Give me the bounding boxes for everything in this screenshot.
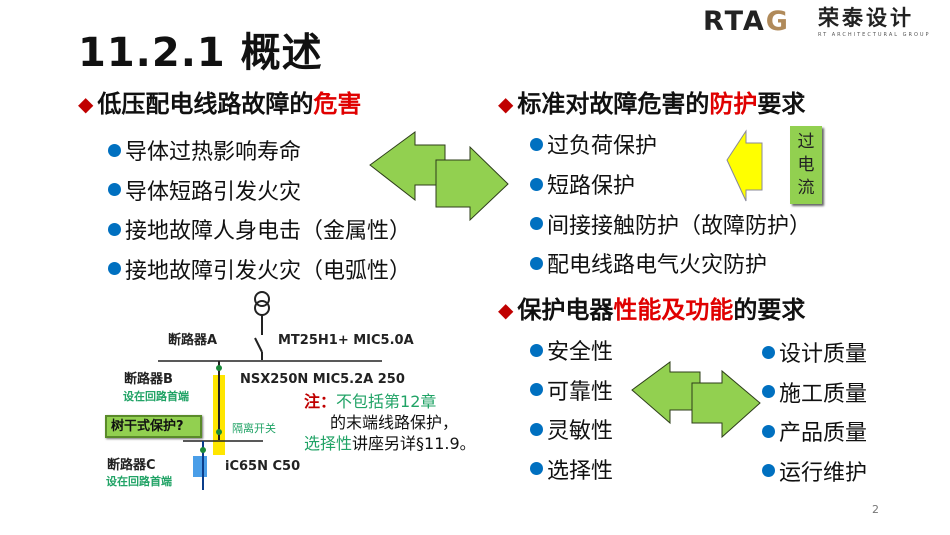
heading-highlight: 防护: [709, 90, 758, 118]
bullet-icon: [108, 222, 121, 236]
breaker-c-model: iC65N C50: [225, 459, 301, 474]
breaker-a-label: 断路器A: [168, 333, 218, 348]
heading-text: 低压配电线路故障的: [97, 90, 314, 118]
note-line-1: 注：不包括第12章: [304, 392, 436, 411]
breaker-c-label: 断路器C: [107, 458, 156, 473]
item-text: 设计质量: [779, 342, 868, 367]
right-list: 过负荷保护 短路保护 间接接触防护（故障防护） 配电线路电气火灾防护: [530, 124, 811, 283]
list-item: 接地故障人身电击（金属性）: [108, 209, 411, 249]
double-arrow-icon: [631, 361, 761, 439]
isolator-label: 隔离开关: [232, 422, 276, 435]
bullet-icon: [530, 462, 543, 475]
perf-right-list: 设计质量 施工质量 产品质量 运行维护: [762, 332, 867, 490]
breaker-a-model: MT25H1+ MIC5.0A: [278, 333, 414, 348]
item-text: 运行维护: [779, 460, 868, 486]
bullet-icon: [108, 143, 121, 157]
heading-text: 标准对故障危害的: [517, 90, 710, 118]
list-item: 运行维护: [762, 451, 867, 490]
item-text: 导体过热影响寿命: [125, 140, 302, 165]
bullet-icon: [530, 256, 543, 270]
single-line-diagram: [158, 291, 382, 490]
list-item: 短路保护: [530, 164, 811, 204]
logo: RTAG: [703, 6, 790, 37]
list-item: 可靠性: [530, 370, 613, 409]
item-text: 间接接触防护（故障防护）: [547, 213, 812, 239]
heading-text: 保护电器: [517, 296, 614, 324]
diamond-icon: ◆: [498, 298, 514, 322]
item-text: 产品质量: [779, 421, 868, 446]
double-arrow-icon: [369, 131, 509, 222]
bullet-icon: [762, 464, 775, 477]
list-item: 接地故障引发火灾（电弧性）: [108, 249, 411, 288]
item-text: 安全性: [547, 340, 614, 365]
heading-text: 的要求: [733, 296, 806, 324]
bullet-icon: [108, 262, 121, 275]
breaker-b-note: 设在回路首端: [123, 390, 189, 403]
bullet-icon: [530, 217, 543, 230]
right-heading: ◆标准对故障危害的防护要求: [498, 90, 805, 118]
note-text: 讲座另详§11.9。: [352, 434, 476, 453]
breaker-b-model: NSX250N MIC5.2A 250: [240, 372, 405, 387]
note-line-2: 的末端线路保护，: [330, 413, 459, 432]
bullet-icon: [530, 177, 543, 191]
item-text: 施工质量: [779, 381, 868, 407]
perf-left-list: 安全性 可靠性 灵敏性 选择性: [530, 330, 613, 488]
note-line-3: 选择性讲座另详§11.9。: [304, 434, 476, 453]
diamond-icon: ◆: [78, 92, 94, 116]
overcurrent-label: 过电流: [790, 126, 822, 204]
bullet-icon: [530, 137, 543, 151]
tree-protection-label: 树干式保护?: [105, 415, 202, 438]
list-item: 灵敏性: [530, 409, 613, 449]
list-item: 安全性: [530, 330, 613, 370]
left-heading: ◆低压配电线路故障的危害: [78, 90, 361, 118]
logo-subtitle: RT ARCHITECTURAL GROUP: [818, 32, 931, 38]
note-text: 不包括第12章: [336, 392, 437, 411]
bullet-icon: [762, 345, 775, 359]
list-item: 产品质量: [762, 411, 867, 451]
list-item: 施工质量: [762, 372, 867, 411]
yellow-arrow-icon: [726, 129, 763, 202]
item-text: 短路保护: [547, 174, 636, 199]
left-list: 导体过热影响寿命 导体短路引发火灾 接地故障人身电击（金属性） 接地故障引发火灾…: [108, 130, 411, 288]
breaker-b-label: 断路器B: [124, 372, 173, 387]
page-number: 2: [872, 503, 879, 516]
bullet-icon: [530, 422, 543, 436]
item-text: 选择性: [547, 458, 614, 484]
list-item: 过负荷保护: [530, 124, 811, 164]
item-text: 可靠性: [547, 379, 614, 405]
breaker-c-note: 设在回路首端: [106, 475, 172, 488]
item-text: 导体短路引发火灾: [125, 179, 302, 205]
list-item: 间接接触防护（故障防护）: [530, 204, 811, 243]
page-title: 11.2.1 概述: [78, 30, 323, 76]
bullet-icon: [530, 383, 543, 396]
heading-text: 要求: [757, 90, 806, 118]
bullet-icon: [762, 385, 775, 398]
list-item: 设计质量: [762, 332, 867, 372]
note-label: 注：: [304, 392, 337, 411]
logo-chinese: 荣泰设计: [818, 6, 914, 30]
list-item: 选择性: [530, 449, 613, 488]
item-text: 配电线路电气火灾防护: [547, 253, 768, 278]
heading-highlight: 性能及功能: [613, 296, 734, 324]
item-text: 过负荷保护: [547, 134, 658, 159]
list-item: 导体过热影响寿命: [108, 130, 411, 170]
heading-highlight: 危害: [313, 90, 362, 118]
bullet-icon: [530, 343, 543, 357]
note-text: 选择性: [304, 434, 353, 453]
item-text: 灵敏性: [547, 419, 614, 444]
item-text: 接地故障引发火灾（电弧性）: [125, 258, 412, 284]
bullet-icon: [762, 424, 775, 438]
perf-heading: ◆保护电器性能及功能的要求: [498, 296, 805, 324]
diamond-icon: ◆: [498, 92, 514, 116]
bullet-icon: [108, 183, 121, 196]
list-item: 配电线路电气火灾防护: [530, 243, 811, 283]
item-text: 接地故障人身电击（金属性）: [125, 219, 412, 244]
list-item: 导体短路引发火灾: [108, 170, 411, 209]
